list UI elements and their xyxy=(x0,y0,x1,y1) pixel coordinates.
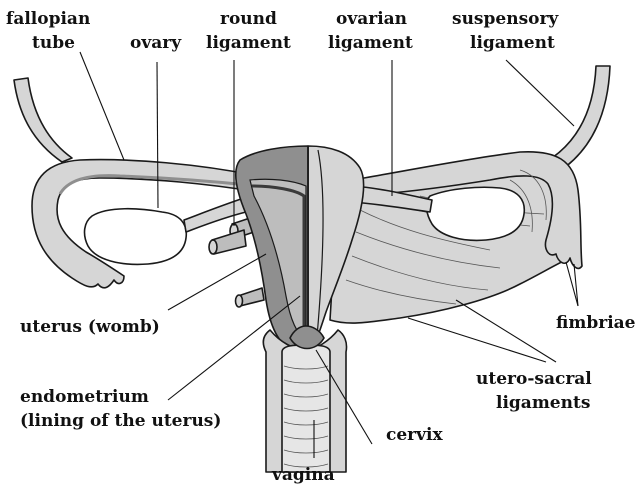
left-pelvic-band xyxy=(14,78,72,162)
vagina-label: vagina xyxy=(271,465,335,485)
left-ovary xyxy=(85,209,187,265)
endometrium-label: endometrium xyxy=(20,387,149,407)
suspensory-ligament-label-2: ligament xyxy=(470,33,555,53)
cervix-label: cervix xyxy=(386,425,443,445)
utero-sacral-label: utero-sacral xyxy=(476,369,592,389)
fimbriae-label: fimbriae xyxy=(556,313,636,333)
round-ligament-label-2: ligament xyxy=(206,33,291,53)
round-ligament-label: round xyxy=(220,9,277,29)
ovary-label: ovary xyxy=(130,33,182,53)
right-ovary xyxy=(426,187,524,240)
endometrium-label-2: (lining of the uterus) xyxy=(20,411,221,431)
vagina xyxy=(263,330,346,472)
suspensory-ligament-label: suspensory xyxy=(452,9,559,29)
ovarian-ligament-label-2: ligament xyxy=(328,33,413,53)
fallopian-tube-label-2: tube xyxy=(32,33,75,53)
ovarian-ligament-label: ovarian xyxy=(336,9,407,29)
utero-sacral-label-2: ligaments xyxy=(496,393,590,413)
uterus-label: uterus (womb) xyxy=(20,317,160,337)
fallopian-tube-label: fallopian xyxy=(6,9,90,29)
